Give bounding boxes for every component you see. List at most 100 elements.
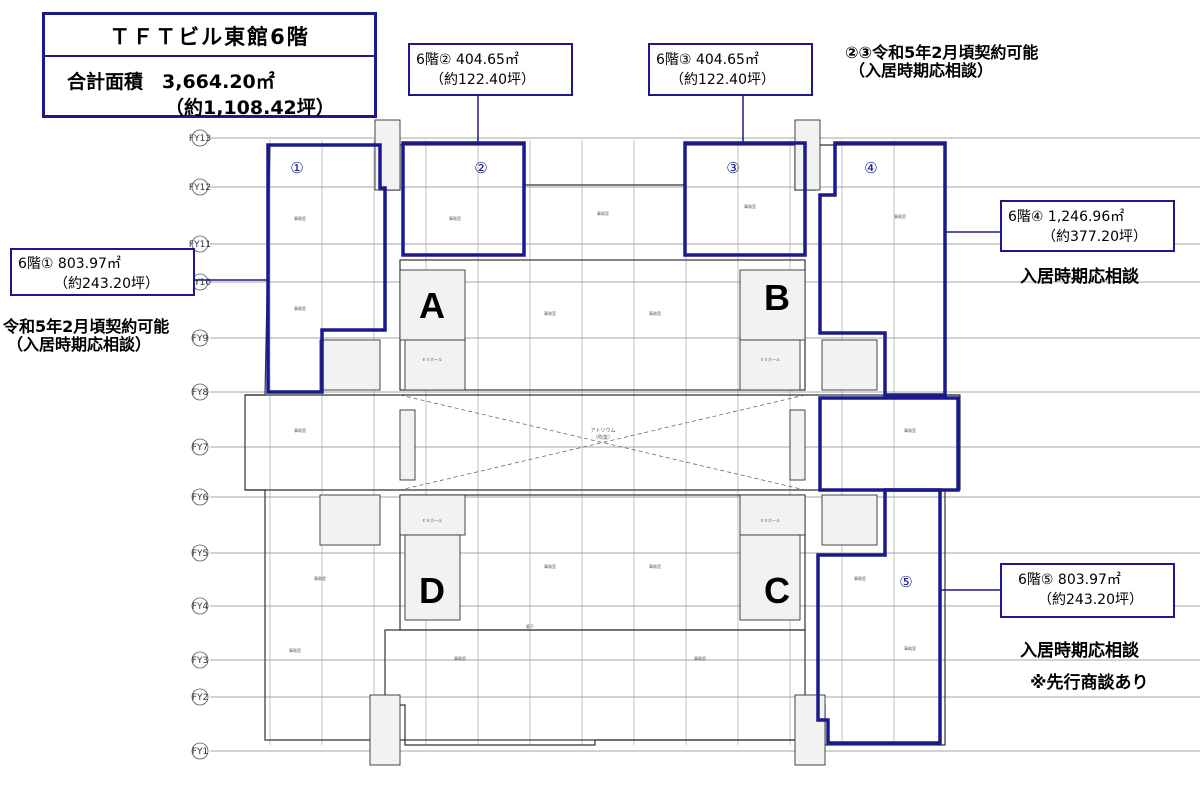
note-unit-4-line1: 入居時期応相談: [1020, 267, 1139, 287]
svg-text:事務室: 事務室: [904, 645, 916, 651]
corridor-label: 廊下: [526, 623, 534, 629]
note-unit-5-line1: 入居時期応相談: [1020, 641, 1139, 661]
unit-3-area: 6階③ 404.65㎡: [656, 52, 759, 68]
grid-label: FY4: [192, 602, 209, 612]
unit-1-area: 6階① 803.97㎡: [18, 256, 121, 272]
svg-text:事務室: 事務室: [544, 310, 556, 316]
svg-text:事務室: 事務室: [854, 575, 866, 581]
grid-label: FY5: [192, 549, 208, 559]
svg-text:事務室: 事務室: [544, 563, 556, 569]
grid-label-bubble: [191, 688, 209, 706]
unit-2-outline: [401, 141, 526, 257]
unit-4-marker: ④: [864, 159, 877, 177]
grid-label: FY7: [192, 443, 208, 453]
grid-label: FY11: [189, 240, 211, 250]
grid-label: FY9: [192, 334, 209, 344]
unit-3-outline: [683, 141, 807, 257]
core-d-label: D: [419, 570, 445, 611]
unit-1-outline: [266, 143, 387, 394]
note-unit-1-line2: （入居時期応相談）: [7, 335, 152, 355]
grid-label-bubble: [191, 597, 209, 615]
total-area: 合計面積 3,664.20㎡: [67, 71, 275, 93]
unit-3-marker: ③: [726, 159, 739, 177]
grid-label: FY12: [189, 183, 211, 193]
total-area-tsubo: （約1,108.42坪）: [165, 97, 335, 119]
unit-3-tsubo: （約122.40坪）: [670, 72, 775, 88]
core-c-label: C: [764, 570, 790, 611]
svg-text:ＥＶホール: ＥＶホール: [760, 518, 780, 523]
grid-label-bubble: [191, 235, 209, 253]
grid-label-bubble: [191, 383, 209, 401]
note-unit-4: 入居時期応相談: [1020, 267, 1139, 288]
grid-label-bubble: [191, 544, 209, 562]
unit-1-info: 6階① 803.97㎡ （約243.20坪）: [10, 248, 195, 296]
svg-text:事務室: 事務室: [904, 427, 916, 433]
atrium-label: アトリウム: [590, 427, 615, 434]
unit-2-info: 6階② 404.65㎡ （約122.40坪）: [408, 43, 573, 96]
grid-label-bubble: [191, 651, 209, 669]
unit-5-outline: [816, 488, 942, 745]
elevator-hall-labels: ＥＶホール ＥＶホール ＥＶホール ＥＶホール: [422, 357, 780, 523]
unit-5-marker: ⑤: [899, 573, 912, 591]
note-unit-5: 入居時期応相談 ※先行商談あり: [1020, 635, 1149, 700]
grid-label: FY13: [189, 134, 211, 144]
svg-text:ＥＶホール: ＥＶホール: [760, 357, 780, 362]
grid-label-bubble: [191, 438, 209, 456]
grid-label-bubble: [191, 488, 209, 506]
leader-lines: [195, 96, 1000, 591]
svg-text:事務室: 事務室: [294, 215, 306, 221]
svg-text:事務室: 事務室: [314, 575, 326, 581]
note-unit-1: 令和5年2月頃契約可能 （入居時期応相談）: [3, 317, 170, 355]
atrium: [399, 394, 806, 491]
grid-label-bubble: [191, 129, 209, 147]
unit-2-area: 6階② 404.65㎡: [416, 52, 519, 68]
office-labels: 事務室 事務室 事務室 事務室 事務室 事務室 事務室 事務室 事務室 事務室 …: [289, 203, 916, 661]
title-box: ＴＦＴビル東館6階 合計面積 3,664.20㎡ （約1,108.42坪）: [42, 12, 377, 119]
unit-2-marker: ②: [474, 159, 487, 177]
unit-outlines: [266, 141, 960, 745]
svg-text:ＥＶホール: ＥＶホール: [422, 357, 442, 362]
svg-text:事務室: 事務室: [694, 655, 706, 661]
core-b-label: B: [764, 277, 790, 318]
building-title: ＴＦＴビル東館6階: [109, 25, 310, 49]
unit-5-tsubo: （約243.20坪）: [1038, 592, 1143, 608]
core-a-label: A: [419, 285, 445, 326]
svg-text:事務室: 事務室: [294, 305, 306, 311]
note-unit-5-line2: ※先行商談あり: [1030, 673, 1149, 694]
grid-label: FY2: [192, 693, 208, 703]
unit-1-tsubo: （約243.20坪）: [54, 276, 159, 292]
unit-4-area: 6階④ 1,246.96㎡: [1008, 209, 1125, 225]
svg-text:事務室: 事務室: [649, 310, 661, 316]
svg-text:事務室: 事務室: [294, 427, 306, 433]
grid-label-bubble: [191, 742, 209, 760]
unit-5-area: 6階⑤ 803.97㎡: [1018, 572, 1121, 588]
grid-label: FY8: [192, 388, 209, 398]
unit-5-info: 6階⑤ 803.97㎡ （約243.20坪）: [1000, 563, 1175, 618]
grid-axis-labels: FY13FY12FY11FY10FY9FY8FY7FY6FY5FY4FY3FY2…: [189, 129, 211, 760]
svg-text:事務室: 事務室: [744, 203, 756, 209]
svg-text:事務室: 事務室: [894, 213, 906, 219]
grid-label: FY1: [192, 747, 208, 757]
unit-1-marker: ①: [290, 159, 303, 177]
grid-label: FY3: [192, 656, 208, 666]
building-outline: [244, 144, 961, 746]
grid-label: FY10: [189, 278, 211, 288]
column-grid: [269, 140, 895, 745]
svg-text:事務室: 事務室: [289, 647, 301, 653]
unit-4-outline: [818, 141, 947, 397]
svg-text:ＥＶホール: ＥＶホール: [422, 518, 442, 523]
unit-2-tsubo: （約122.40坪）: [430, 72, 535, 88]
note-unit-1-line1: 令和5年2月頃契約可能: [3, 317, 170, 336]
unit-4b-outline: [818, 396, 960, 492]
grid-label: FY6: [192, 493, 209, 503]
atrium-sub-label: （吹抜）: [593, 434, 613, 441]
grid-label-bubble: [191, 178, 209, 196]
note-units-2-3-line1: ②③令和5年2月頃契約可能: [845, 43, 1039, 62]
svg-text:事務室: 事務室: [449, 215, 461, 221]
note-units-2-3-line2: （入居時期応相談）: [849, 61, 994, 81]
unit-3-info: 6階③ 404.65㎡ （約122.40坪）: [648, 43, 813, 96]
unit-4-tsubo: （約377.20坪）: [1042, 229, 1147, 245]
svg-text:事務室: 事務室: [454, 655, 466, 661]
unit-4-info: 6階④ 1,246.96㎡ （約377.20坪）: [1000, 200, 1175, 252]
